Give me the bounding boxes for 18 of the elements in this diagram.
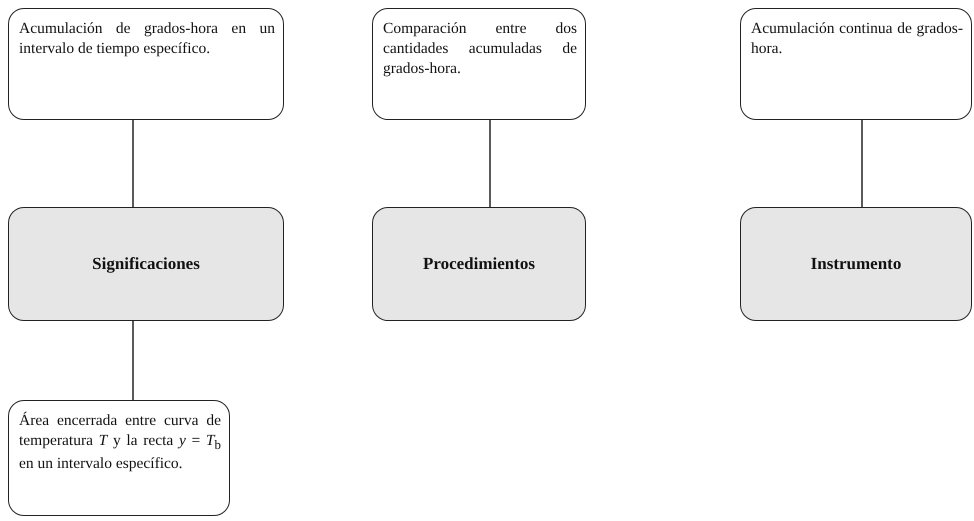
description-text: Acumulación continua de grados-hora.: [751, 19, 963, 60]
description-box: [740, 8, 972, 120]
description-box: [8, 400, 230, 516]
connector-line: [861, 120, 863, 207]
connector-line: [489, 120, 491, 207]
category-title: Instrumento: [810, 254, 902, 274]
category-title: Significaciones: [92, 254, 200, 274]
category-box: [8, 207, 284, 321]
description-box: [372, 8, 586, 120]
description-text: Acumulación de grados-hora en un intervalo de tiempo específico.: [19, 19, 275, 60]
description-text: Comparación entre dos cantidades acumuladas de grados-hora.: [383, 19, 577, 80]
category-box: [372, 207, 586, 321]
connector-line: [132, 321, 134, 400]
description-box: [8, 8, 284, 120]
category-title: Procedimientos: [422, 254, 536, 274]
description-text: Área encerrada entre curva de temperatura T y la recta y = T$_{b}$ en un intervalo específico.: [19, 411, 221, 474]
category-box: [740, 207, 972, 321]
connector-line: [132, 120, 134, 207]
